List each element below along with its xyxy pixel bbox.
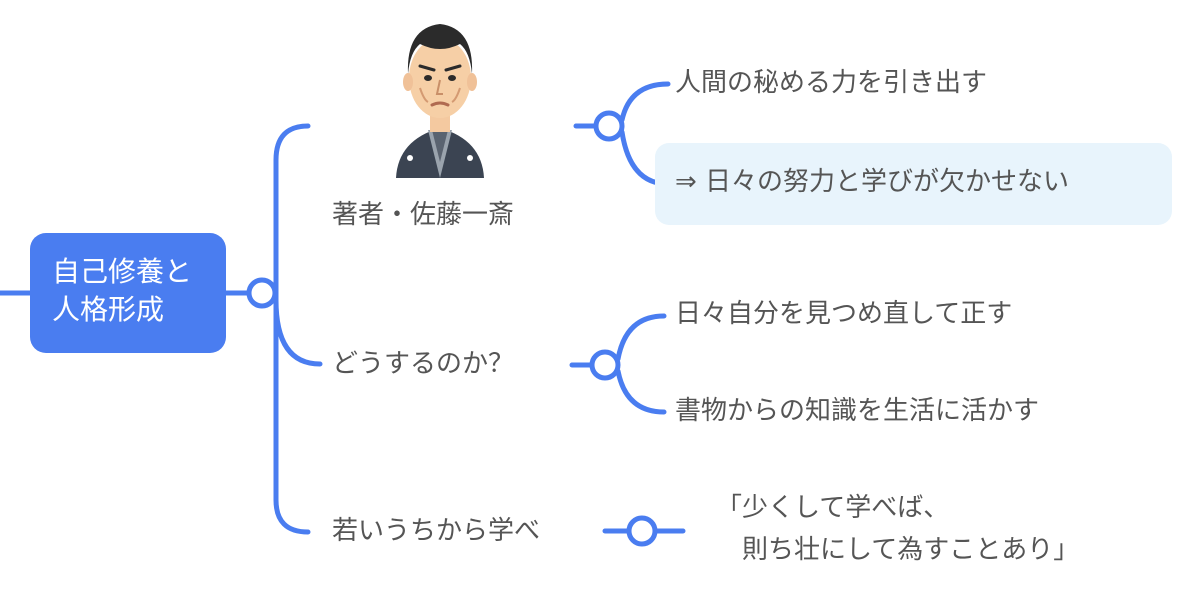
- branch-2-child-2[interactable]: 書物からの知識を生活に活かす: [675, 396, 1040, 426]
- root-hub-node: [246, 277, 278, 309]
- root-topic-line-1: 自己修養と: [52, 255, 193, 288]
- branch-1-upper-curve: [619, 81, 671, 123]
- branch-2-child-1[interactable]: 日々自分を見つめ直して正す: [675, 299, 1013, 329]
- branch-2-node: [589, 349, 621, 381]
- samurai-portrait-icon: [396, 24, 484, 178]
- branch-1-child-2-highlight[interactable]: ⇒ 日々の努力と学びが欠かせない: [655, 143, 1172, 225]
- branch-1-child-1[interactable]: 人間の秘める力を引き出す: [675, 68, 988, 98]
- branch-3-quote-line-2[interactable]: 則ち壮にして為すことあり」: [716, 535, 1080, 565]
- branch-3-node: [626, 515, 658, 547]
- branch-1-label[interactable]: 著者・佐藤一斎: [332, 200, 515, 230]
- branch-2-upper-curve: [615, 313, 667, 362]
- root-topic[interactable]: 自己修養と 人格形成: [30, 233, 226, 353]
- branch-2-label[interactable]: どうするのか？: [332, 349, 515, 379]
- branch-1-child-2: ⇒ 日々の努力と学びが欠かせない: [675, 167, 1070, 197]
- branch-2-lower-curve: [615, 368, 667, 415]
- bracket-to-branch-2: [273, 297, 323, 367]
- branch-1-node: [593, 110, 625, 142]
- main-bracket: [273, 123, 311, 535]
- branch-3-quote-line-1[interactable]: 「少くして学べば、: [716, 493, 950, 523]
- branch-3-label[interactable]: 若いうちから学べ: [332, 516, 541, 546]
- root-topic-line-2: 人格形成: [52, 293, 165, 326]
